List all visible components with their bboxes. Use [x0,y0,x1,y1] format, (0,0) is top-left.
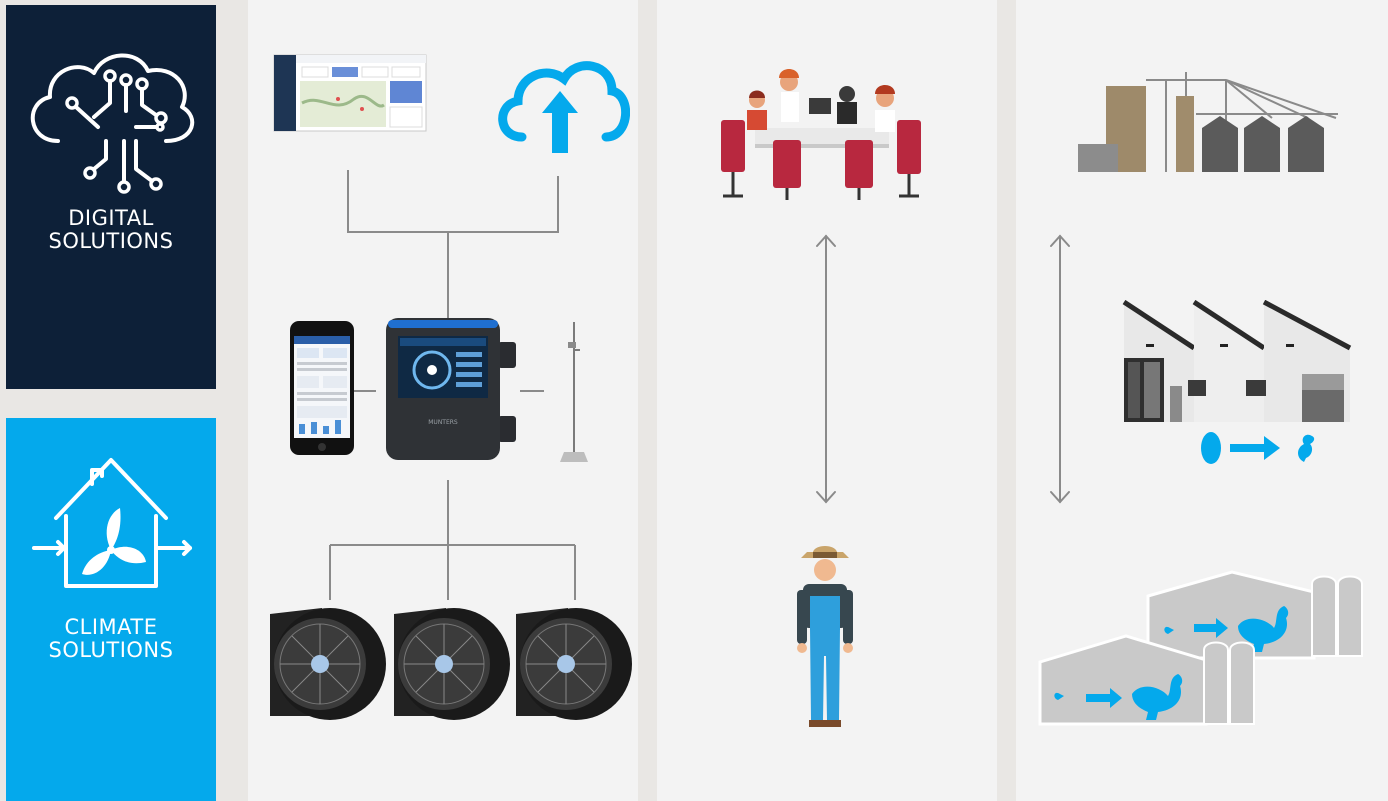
web-dashboard-thumbnail[interactable] [272,53,428,133]
poultry-houses-illustration [1038,566,1378,728]
smartphone-app[interactable] [289,320,355,456]
weather-sensor-icon [554,320,600,466]
team-meeting-illustration [717,64,927,204]
climate-solutions-tile[interactable]: CLIMATE SOLUTIONS [6,418,216,801]
digital-solutions-label: DIGITAL SOLUTIONS [48,206,174,253]
climate-solutions-label: CLIMATE SOLUTIONS [48,615,174,662]
feed-mill-silos-illustration [1076,70,1340,176]
stakeholders-panel [657,0,997,801]
bidirectional-arrow-1 [815,232,837,506]
brain-circuit-cloud-icon [6,41,216,196]
supply-chain-panel [1016,0,1388,801]
exhaust-fan-2[interactable] [390,604,512,724]
controller-system-panel: MUNTERS [248,0,638,801]
climate-controller-device[interactable]: MUNTERS [384,316,518,464]
farmer-illustration [793,544,857,730]
house-fan-icon [6,448,216,598]
exhaust-fan-1[interactable] [266,604,388,724]
hatchery-building-illustration [1122,300,1352,424]
device-brand-label: MUNTERS [428,419,458,426]
cloud-upload-icon [490,55,630,157]
digital-solutions-tile[interactable]: DIGITAL SOLUTIONS [6,5,216,389]
exhaust-fan-3[interactable] [512,604,634,724]
bidirectional-arrow-2 [1049,232,1071,506]
egg-to-chick-icon [1200,428,1320,466]
